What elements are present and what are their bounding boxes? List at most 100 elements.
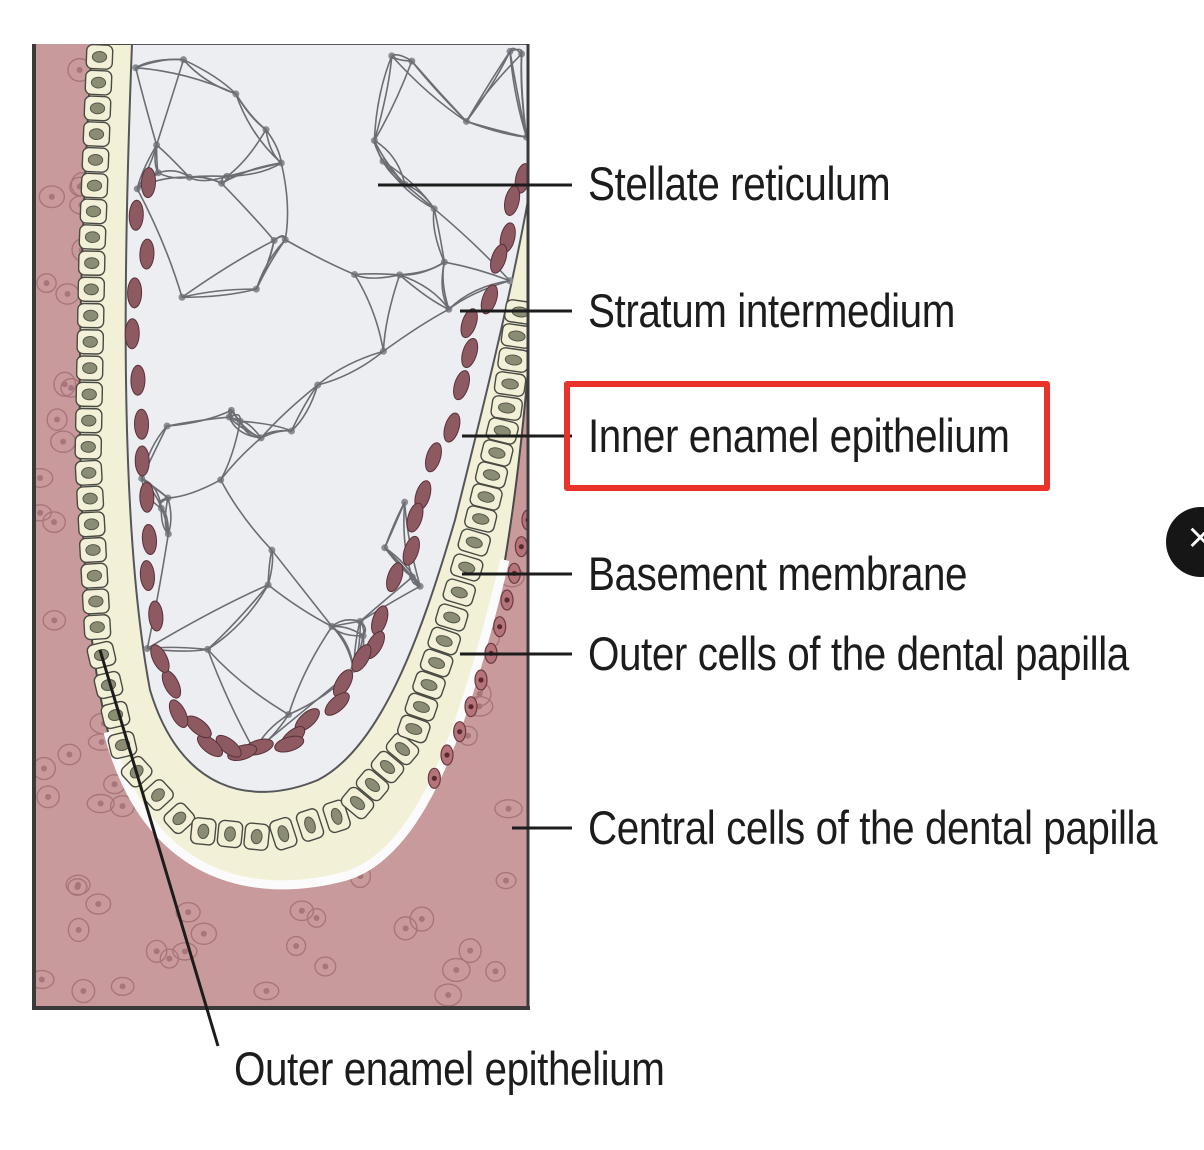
outer-epithelium-cell bbox=[142, 779, 174, 811]
stellate-process bbox=[373, 55, 393, 141]
papilla-cell bbox=[42, 610, 67, 631]
papilla-cell bbox=[38, 185, 66, 209]
papilla-cell bbox=[495, 871, 517, 890]
stellate-process bbox=[166, 409, 232, 427]
papilla-nucleus bbox=[41, 765, 48, 772]
papilla-nucleus bbox=[54, 416, 61, 423]
papilla-nucleus bbox=[298, 907, 305, 914]
outer-epithelium-cell bbox=[189, 817, 217, 846]
papilla-nucleus bbox=[51, 617, 58, 624]
papilla-outer-nucleus bbox=[444, 752, 450, 758]
stellate-process bbox=[359, 576, 413, 622]
papilla-outer-nucleus bbox=[518, 544, 524, 550]
stellate-process bbox=[384, 501, 406, 549]
inner-epithelium-cell bbox=[500, 323, 528, 349]
papilla-cell bbox=[494, 799, 523, 819]
papilla-nucleus bbox=[37, 475, 44, 482]
stellate-process bbox=[265, 129, 283, 164]
stellate-process bbox=[156, 144, 190, 178]
papilla-cell bbox=[314, 956, 337, 977]
stellate-process bbox=[359, 585, 421, 623]
stratum-cell bbox=[139, 481, 155, 513]
stellate-process bbox=[167, 497, 172, 535]
papilla-nucleus bbox=[119, 983, 126, 990]
stellate-process bbox=[189, 175, 228, 179]
papilla-cell bbox=[36, 785, 60, 809]
papilla-cell bbox=[393, 916, 418, 941]
outer-epithelium-cell bbox=[81, 146, 110, 173]
stellate-process bbox=[255, 240, 275, 290]
papilla-nucleus bbox=[418, 916, 425, 923]
outer-epithelium-cell bbox=[80, 562, 109, 589]
papilla-cell bbox=[190, 922, 218, 946]
stellate-process bbox=[146, 533, 170, 649]
outer-epithelium-cell bbox=[83, 95, 112, 122]
papilla-nucleus bbox=[293, 942, 300, 949]
stellate-process bbox=[136, 188, 183, 298]
papilla-cell bbox=[71, 978, 96, 1004]
stratum-cell bbox=[490, 243, 508, 274]
label-outer-enamel-epithelium: Outer enamel epithelium bbox=[234, 1042, 665, 1095]
papilla-nucleus bbox=[60, 438, 67, 445]
stellate-process bbox=[391, 55, 467, 123]
papilla-nucleus bbox=[45, 793, 52, 800]
inner-epithelium-cell bbox=[370, 750, 405, 784]
papilla-cell bbox=[85, 893, 112, 915]
stratum-cell bbox=[196, 734, 223, 758]
stellate-process bbox=[228, 416, 262, 439]
papilla-nucleus bbox=[95, 901, 102, 908]
outer-epithelium-cell bbox=[78, 224, 107, 251]
stellate-process bbox=[135, 58, 184, 69]
stellate-process bbox=[228, 413, 242, 422]
stratum-cell bbox=[130, 364, 146, 396]
stellate-process bbox=[273, 235, 287, 242]
outer-epithelium-cell bbox=[79, 198, 108, 225]
papilla-cell bbox=[409, 906, 435, 932]
inner-epithelium-cell bbox=[419, 648, 454, 678]
papilla-nucleus bbox=[76, 66, 83, 73]
stellate-process bbox=[382, 308, 450, 352]
papilla-outer-nucleus bbox=[457, 729, 463, 735]
stratum-cell bbox=[443, 412, 461, 443]
papilla-nucleus bbox=[153, 948, 160, 955]
inner-epithelium-cell bbox=[385, 732, 420, 766]
stellate-process bbox=[287, 626, 333, 715]
stellate-process bbox=[181, 239, 275, 298]
stellate-process bbox=[221, 162, 282, 184]
label-stratum-intermedium: Stratum intermedium bbox=[588, 284, 955, 337]
outer-epithelium-cell bbox=[74, 434, 103, 460]
stellate-process bbox=[466, 120, 527, 138]
label-outer-cells-dental-papilla: Outer cells of the dental papilla bbox=[588, 627, 1129, 680]
inner-epithelium-cell bbox=[493, 371, 527, 397]
stellate-process bbox=[240, 420, 292, 432]
stellate-process bbox=[373, 55, 393, 141]
outer-epithelium-cell bbox=[77, 511, 106, 538]
close-icon: × bbox=[1186, 517, 1204, 557]
papilla-nucleus bbox=[263, 987, 270, 994]
stellate-process bbox=[188, 175, 228, 182]
stellate-process bbox=[235, 93, 267, 131]
inner-epithelium-cell bbox=[404, 692, 439, 722]
stratum-cell bbox=[139, 560, 155, 592]
papilla-nucleus bbox=[445, 992, 452, 999]
stellate-process bbox=[207, 584, 269, 651]
stellate-process bbox=[160, 508, 169, 535]
papilla-cell bbox=[441, 957, 471, 983]
stellate-process bbox=[382, 274, 401, 352]
stellate-process bbox=[228, 416, 262, 439]
stellate-process bbox=[331, 618, 361, 628]
stratum-cell bbox=[139, 238, 155, 270]
stellate-process bbox=[399, 274, 450, 311]
stellate-process bbox=[373, 140, 384, 162]
stratum-cell bbox=[406, 502, 424, 533]
stellate-process bbox=[353, 274, 385, 352]
stratum-cell bbox=[424, 442, 442, 473]
stellate-process bbox=[354, 273, 400, 279]
stellate-process bbox=[220, 437, 262, 481]
stellate-process bbox=[221, 182, 275, 241]
papilla-nucleus bbox=[61, 381, 68, 388]
papilla-outer-nucleus bbox=[478, 677, 484, 683]
papilla-nucleus bbox=[200, 930, 207, 937]
outer-epithelium-cell bbox=[82, 121, 111, 148]
